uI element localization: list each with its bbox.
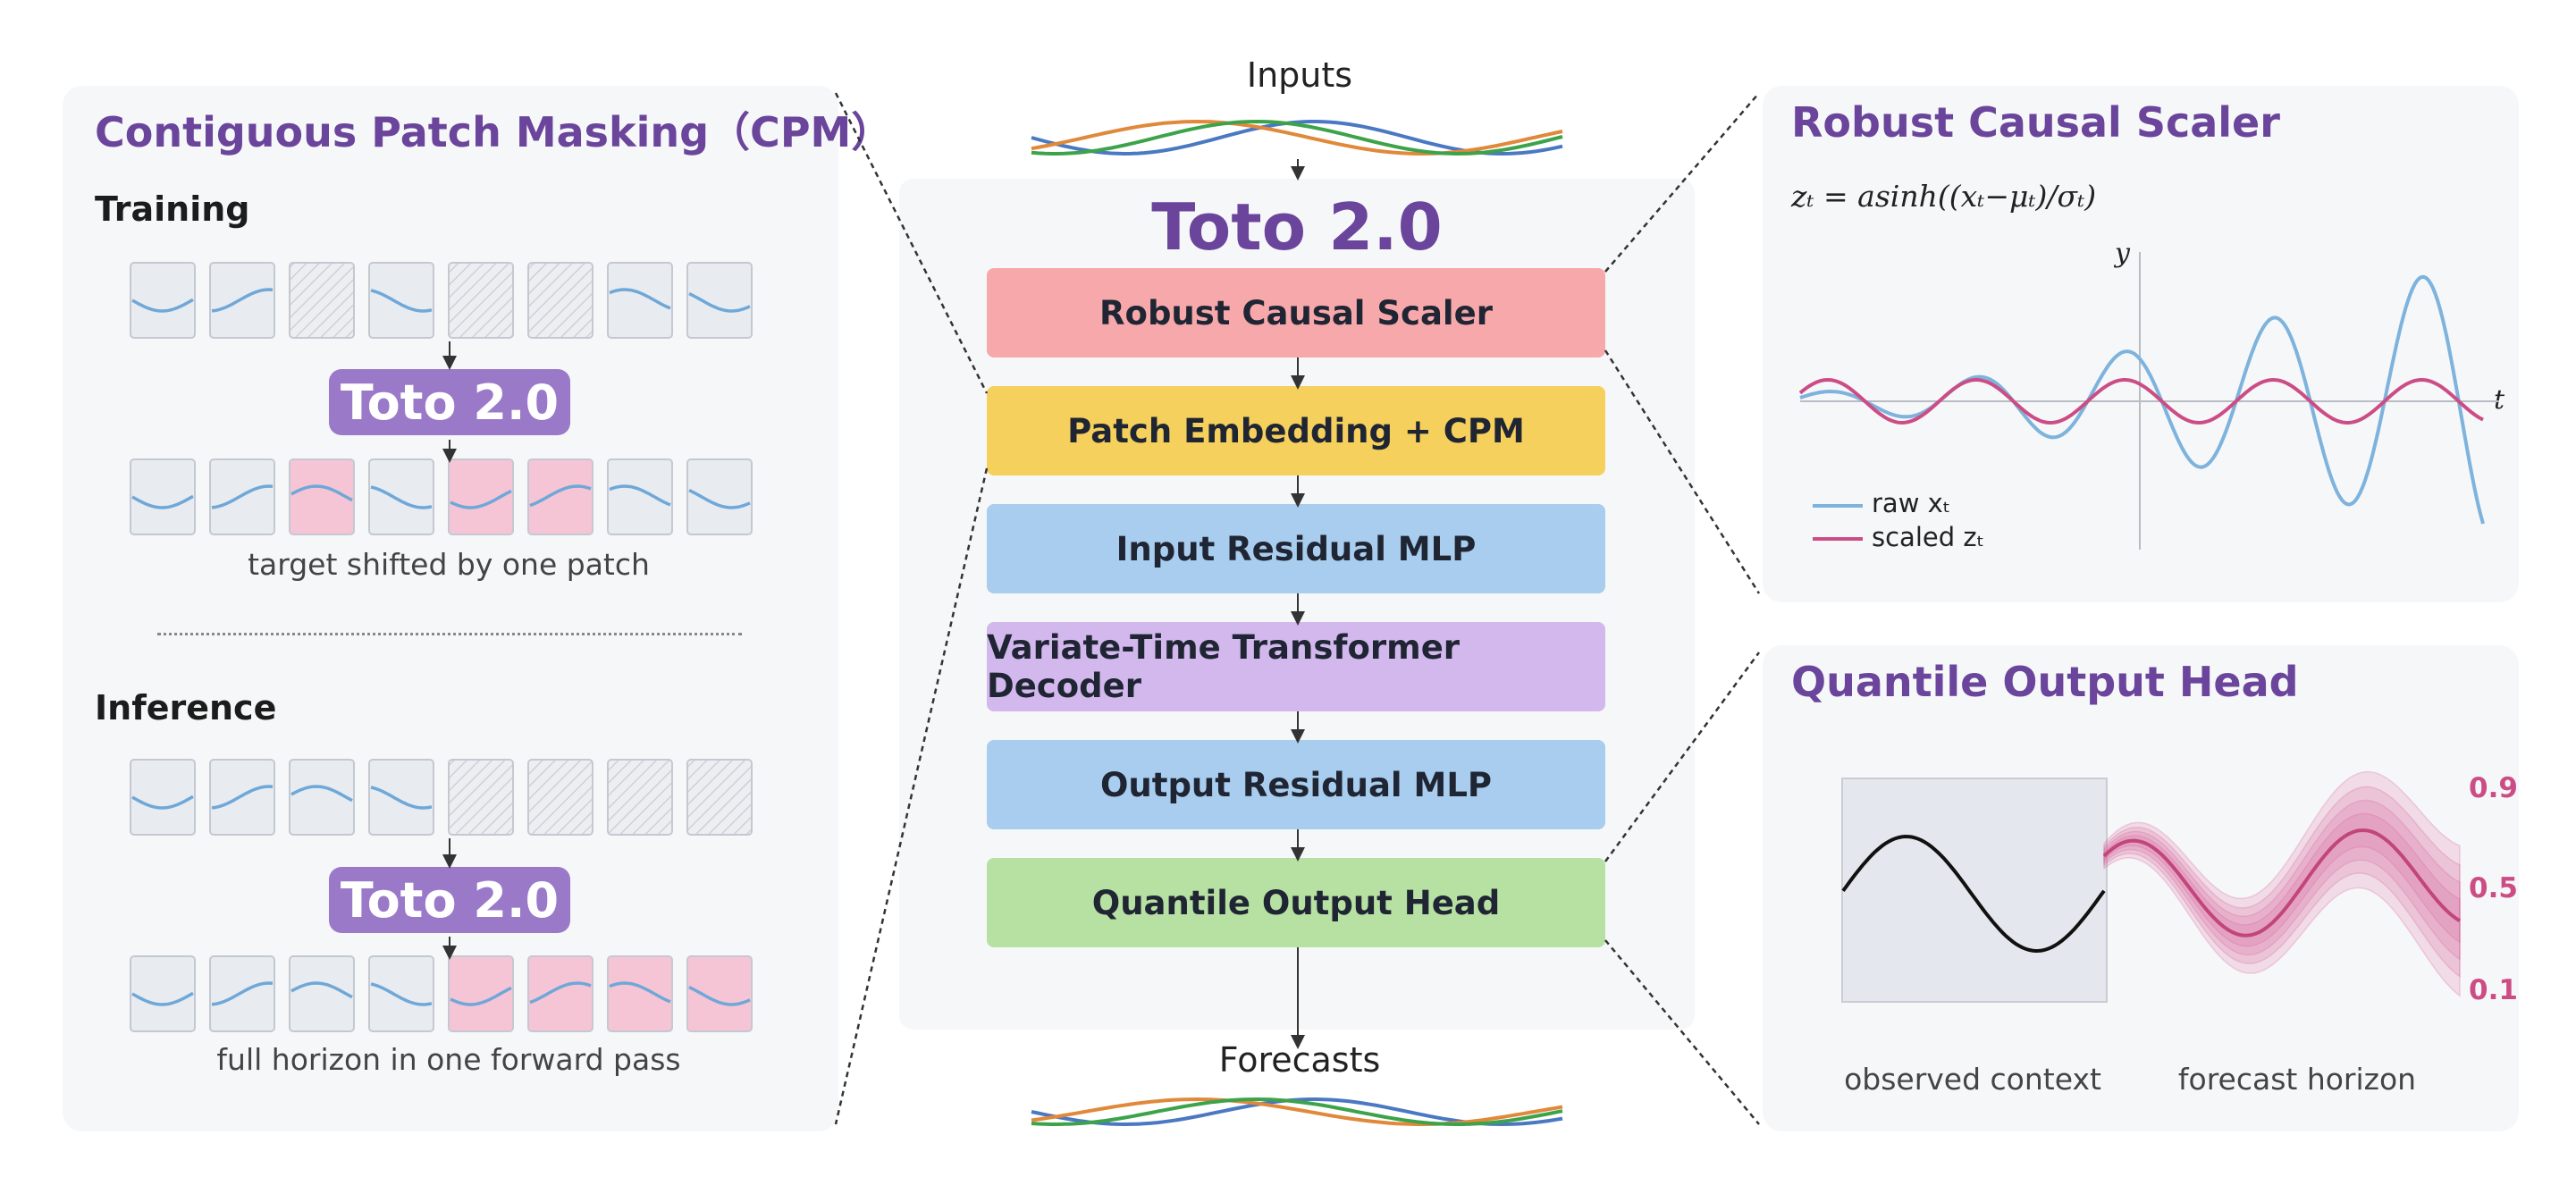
scaler-legend-scaled: scaled zₜ [1872, 522, 1985, 552]
quantile-level-0.5: 0.5 [2469, 872, 2518, 904]
masked-patch [448, 262, 514, 339]
masked-patch [607, 759, 673, 836]
target-patch [289, 458, 355, 535]
inputs-label: Inputs [1246, 55, 1353, 95]
observed-context-box [1841, 778, 2108, 1003]
target-patch [607, 955, 673, 1032]
scaler-y-axis-label: y [2115, 238, 2130, 269]
training-label: Training [95, 189, 250, 229]
masked-patch [686, 759, 753, 836]
visible-patch [607, 262, 673, 339]
context-patch [607, 458, 673, 535]
scaler-legend-raw: raw xₜ [1872, 488, 1951, 518]
scaler-formula: zₜ = asinh((xₜ−μₜ)/σₜ) [1791, 179, 2097, 214]
block-patch-embedding: Patch Embedding + CPM [987, 386, 1605, 475]
inference-label: Inference [95, 688, 277, 727]
context-patch [368, 458, 434, 535]
masked-patch [289, 262, 355, 339]
block-output-residual-mlp: Output Residual MLP [987, 740, 1605, 829]
zoom-connector [834, 92, 989, 394]
quantile-band-1 [2103, 786, 2461, 979]
zoom-connector [1604, 349, 1761, 594]
quantile-title: Quantile Output Head [1791, 658, 2299, 706]
zoom-connector [1604, 92, 1760, 273]
visible-patch [289, 759, 355, 836]
visible-patch [209, 262, 275, 339]
context-patch [289, 955, 355, 1032]
context-patch [130, 458, 196, 535]
model-title: Toto 2.0 [1151, 189, 1443, 265]
target-patch [527, 955, 593, 1032]
input-series-2 [1031, 119, 1563, 156]
context-patch [368, 955, 434, 1032]
scaler-title: Robust Causal Scaler [1791, 98, 2280, 147]
block-quantile-output-head: Quantile Output Head [987, 858, 1605, 947]
forecast-series-1 [1031, 1097, 1563, 1126]
target-patch [448, 955, 514, 1032]
inference-caption: full horizon in one forward pass [216, 1042, 681, 1077]
visible-patch [368, 759, 434, 836]
quantile-level-0.1: 0.1 [2469, 974, 2518, 1006]
context-patch [686, 458, 753, 535]
training-caption: target shifted by one patch [248, 547, 650, 582]
observed-context-label: observed context [1844, 1062, 2101, 1097]
visible-patch [130, 759, 196, 836]
scaled-series-line [1798, 377, 2484, 425]
zoom-connector [1604, 652, 1761, 862]
cpm-title: Contiguous Patch Masking（CPM） [95, 108, 893, 156]
quantile-band-0 [2103, 770, 2461, 997]
zoom-connector [834, 467, 989, 1125]
forecast-series-2 [1031, 1097, 1563, 1126]
quantile-band-2 [2103, 799, 2461, 961]
context-patch [209, 955, 275, 1032]
input-series-1 [1031, 119, 1563, 156]
forecast-horizon-label: forecast horizon [2177, 1062, 2417, 1097]
masked-patch [527, 262, 593, 339]
scaler-x-axis-label: t [2494, 384, 2505, 416]
masked-patch [448, 759, 514, 836]
target-patch [527, 458, 593, 535]
visible-patch [368, 262, 434, 339]
block-robust-causal-scaler: Robust Causal Scaler [987, 268, 1605, 357]
visible-patch [209, 759, 275, 836]
section-divider [157, 633, 742, 635]
block-transformer-decoder: Variate-Time Transformer Decoder [987, 622, 1605, 711]
target-patch [448, 458, 514, 535]
training-model-badge: Toto 2.0 [329, 369, 570, 435]
inference-model-badge: Toto 2.0 [329, 867, 570, 933]
visible-patch [130, 262, 196, 339]
context-patch [130, 955, 196, 1032]
median-forecast-line [2102, 828, 2462, 938]
zoom-connector [1604, 939, 1760, 1125]
visible-patch [686, 262, 753, 339]
context-patch [209, 458, 275, 535]
target-patch [686, 955, 753, 1032]
quantile-band-3 [2103, 812, 2461, 947]
raw-series-line [1799, 274, 2485, 525]
block-input-residual-mlp: Input Residual MLP [987, 504, 1605, 593]
quantile-level-0.9: 0.9 [2469, 772, 2518, 804]
masked-patch [527, 759, 593, 836]
context-series-line [1841, 834, 2106, 954]
